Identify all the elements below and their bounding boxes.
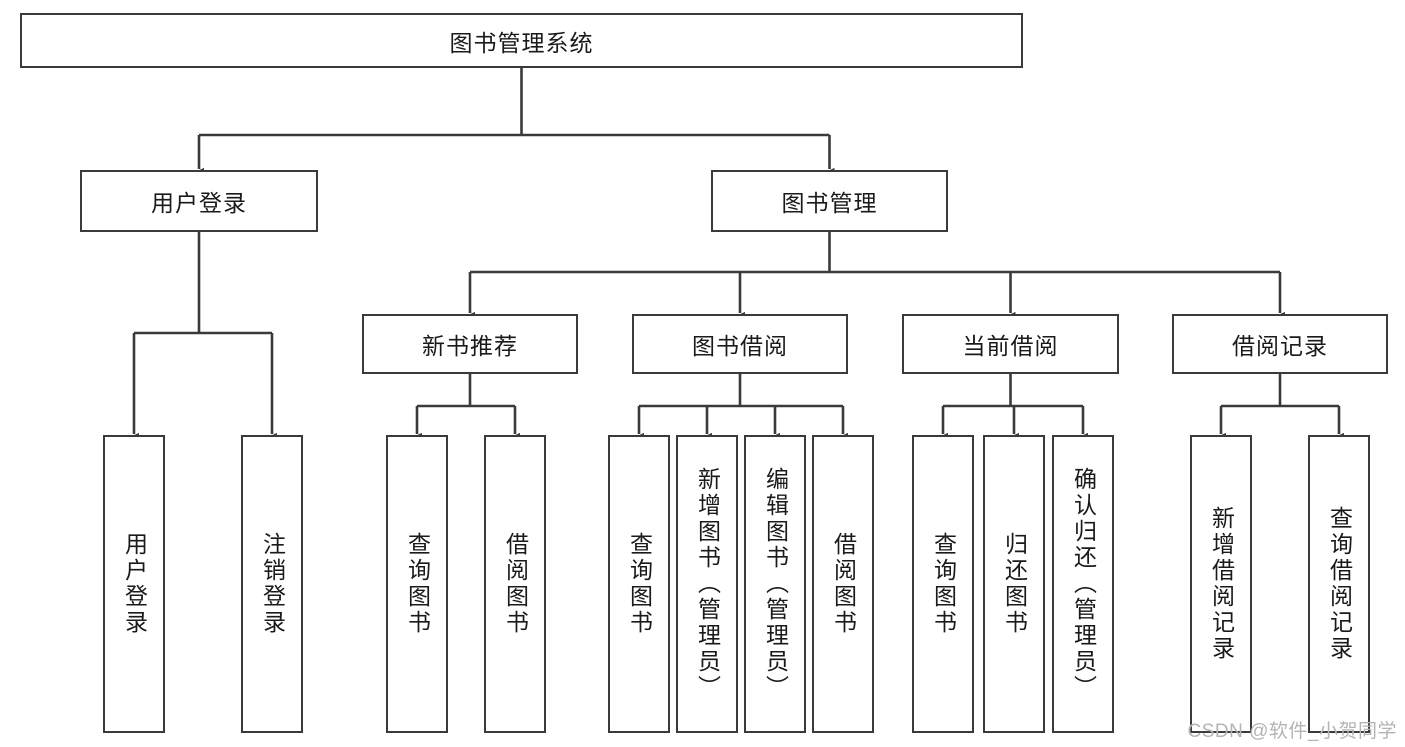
leaf-node-label: 查询图书	[930, 532, 957, 636]
level2-node-0[interactable]: 用户登录	[80, 170, 318, 232]
leaf-node-7[interactable]: 借阅图书	[812, 435, 874, 733]
level3-node-3[interactable]: 借阅记录	[1172, 314, 1388, 374]
leaf-node-label: 编辑图书（管理员）	[762, 467, 789, 701]
leaf-node-4[interactable]: 查询图书	[608, 435, 670, 733]
level3-node-0[interactable]: 新书推荐	[362, 314, 578, 374]
leaf-node-5[interactable]: 新增图书（管理员）	[676, 435, 738, 733]
level3-node-label: 新书推荐	[422, 333, 518, 359]
leaf-node-10[interactable]: 确认归还（管理员）	[1052, 435, 1114, 733]
leaf-node-label: 借阅图书	[830, 532, 857, 636]
level3-node-label: 当前借阅	[962, 333, 1059, 359]
leaf-node-label: 借阅图书	[502, 532, 529, 636]
level3-node-label: 借阅记录	[1232, 333, 1328, 359]
leaf-node-8[interactable]: 查询图书	[912, 435, 974, 733]
root-node-label: 图书管理系统	[449, 29, 594, 56]
leaf-node-1[interactable]: 注销登录	[241, 435, 303, 733]
leaf-node-label: 查询借阅记录	[1326, 506, 1353, 662]
level3-node-label: 图书借阅	[692, 333, 788, 359]
root-node-0[interactable]: 图书管理系统	[20, 13, 1023, 68]
leaf-node-label: 新增图书（管理员）	[694, 467, 721, 701]
leaf-node-label: 确认归还（管理员）	[1070, 467, 1097, 701]
leaf-node-label: 归还图书	[1001, 532, 1028, 636]
leaf-node-label: 查询图书	[626, 532, 653, 636]
level3-node-2[interactable]: 当前借阅	[902, 314, 1119, 374]
leaf-node-label: 注销登录	[259, 532, 286, 636]
leaf-node-3[interactable]: 借阅图书	[484, 435, 546, 733]
leaf-node-label: 用户登录	[121, 532, 148, 636]
leaf-node-0[interactable]: 用户登录	[103, 435, 165, 733]
leaf-node-label: 新增借阅记录	[1208, 506, 1235, 662]
level3-node-1[interactable]: 图书借阅	[632, 314, 848, 374]
leaf-node-6[interactable]: 编辑图书（管理员）	[744, 435, 806, 733]
level2-node-label: 图书管理	[781, 190, 878, 216]
level2-node-label: 用户登录	[151, 190, 247, 216]
leaf-node-11[interactable]: 新增借阅记录	[1190, 435, 1252, 733]
leaf-node-label: 查询图书	[404, 532, 431, 636]
leaf-node-12[interactable]: 查询借阅记录	[1308, 435, 1370, 733]
csdn-watermark: CSDN @软件_小贺同学	[1187, 721, 1397, 742]
leaf-node-2[interactable]: 查询图书	[386, 435, 448, 733]
leaf-node-9[interactable]: 归还图书	[983, 435, 1045, 733]
level2-node-1[interactable]: 图书管理	[711, 170, 948, 232]
